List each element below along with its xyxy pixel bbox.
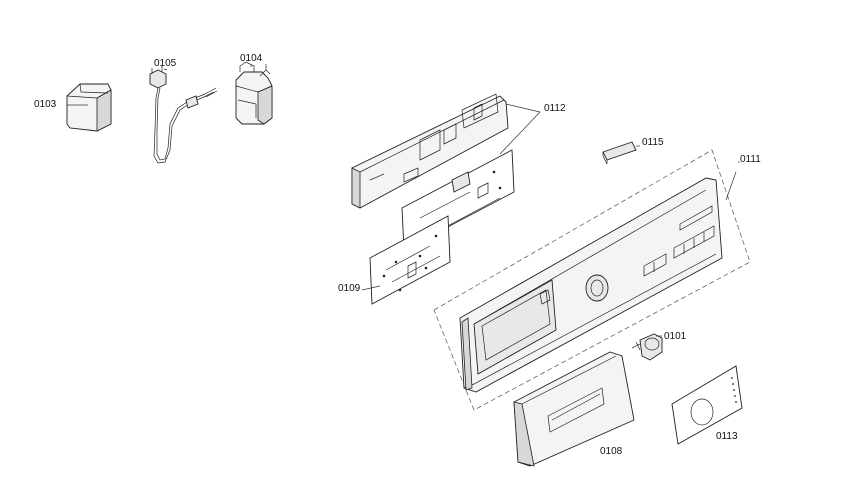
label-0104: 0104 — [240, 53, 263, 64]
part-0112-circuit-board[interactable] — [401, 149, 515, 251]
part-0113-label-foil[interactable] — [671, 365, 743, 445]
part-0111-control-panel[interactable] — [459, 177, 723, 393]
label-0108: 0108 — [600, 446, 623, 457]
label-0111: 0111 — [740, 154, 761, 165]
leader-lines — [67, 65, 740, 337]
part-0115-label-plate[interactable] — [602, 141, 637, 165]
label-0115: 0115 — [642, 137, 664, 148]
part-0108-drawer-front[interactable] — [513, 351, 635, 467]
label-0109: 0109 — [338, 283, 361, 294]
assembly-outline — [433, 149, 751, 411]
part-0109-circuit-board[interactable] — [369, 215, 451, 305]
part-0105-mains-cable[interactable] — [149, 66, 218, 164]
part-0112-module-housing[interactable] — [351, 93, 509, 209]
part-0104-filter[interactable] — [235, 61, 273, 125]
label-0105: 0105 — [154, 58, 177, 69]
label-0103: 0103 — [34, 99, 57, 110]
label-0101: 0101 — [664, 331, 687, 342]
label-0113: 0113 — [716, 431, 738, 442]
part-0101-knob[interactable] — [631, 333, 663, 361]
label-0112: 0112 — [544, 103, 566, 114]
part-0103-housing[interactable] — [66, 83, 112, 132]
